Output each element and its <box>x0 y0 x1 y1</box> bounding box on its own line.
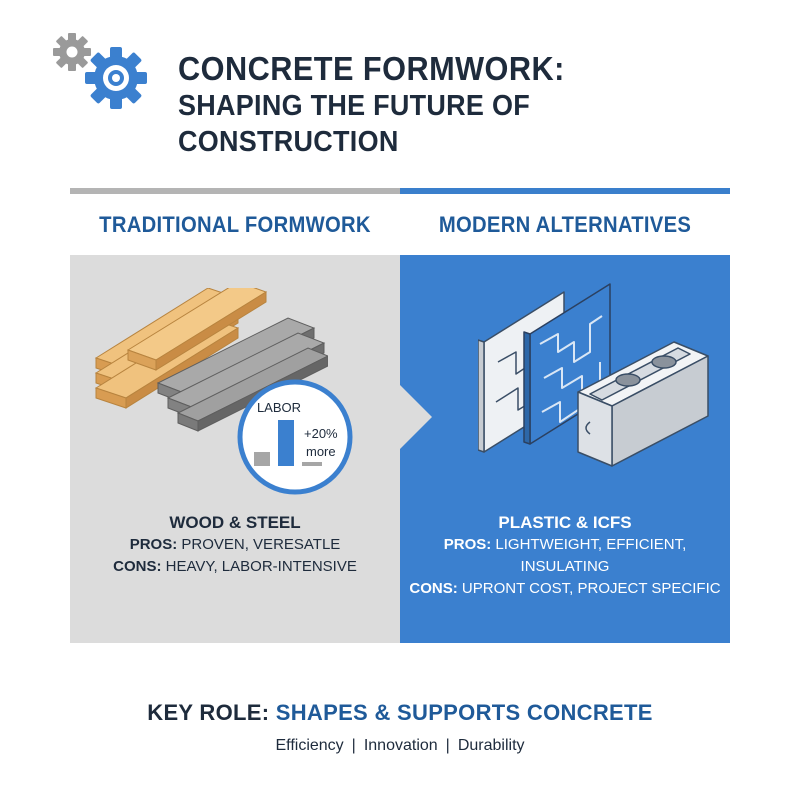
wood-planks <box>94 288 268 409</box>
value-separator: | <box>445 737 450 754</box>
gears-icon <box>53 33 147 109</box>
cons-text: UPRONT COST, PROJECT SPECIFIC <box>461 580 721 597</box>
modern-material: PLASTIC & ICFS <box>498 513 632 532</box>
traditional-details: WOOD & STEEL PROS: PROVEN, VERESATLE CON… <box>70 512 400 578</box>
icf-block <box>577 341 709 467</box>
labor-comparison-badge: LABOR +20% more <box>236 378 354 496</box>
pros-text: PROVEN, VERESATLE <box>181 536 341 553</box>
title-line-1: CONCRETE FORMWORK: <box>178 50 565 87</box>
key-role: KEY ROLE: SHAPES & SUPPORTS CONCRETE <box>0 700 800 726</box>
traditional-heading: TRADITIONAL FORMWORK <box>99 212 371 237</box>
cons-text: HEAVY, LABOR-INTENSIVE <box>165 558 357 575</box>
value-item: Durability <box>457 737 525 754</box>
title-line-2: SHAPING THE FUTURE OF CONSTRUCTION <box>178 90 530 158</box>
labor-delta-note: more <box>306 444 336 459</box>
value-item: Innovation <box>363 737 438 754</box>
labor-label: LABOR <box>256 400 302 415</box>
cons-label: CONS: <box>409 580 458 597</box>
modern-heading: MODERN ALTERNATIVES <box>438 212 692 237</box>
arrow-right-icon <box>400 385 432 449</box>
page-title: CONCRETE FORMWORK: SHAPING THE FUTURE OF… <box>178 50 800 160</box>
modern-pros: PROS: LIGHTWEIGHT, EFFICIENT, INSULATING <box>400 534 730 578</box>
traditional-pros: PROS: PROVEN, VERESATLE <box>70 534 400 556</box>
labor-delta: +20% <box>304 426 338 441</box>
key-role-label: KEY ROLE: <box>147 700 270 725</box>
key-role-value: SHAPES & SUPPORTS CONCRETE <box>275 700 653 725</box>
modern-cons: CONS: UPRONT COST, PROJECT SPECIFIC <box>400 578 730 600</box>
traditional-divider-bar <box>70 188 400 194</box>
plastic-icf-forms-illustration <box>478 283 709 467</box>
value-separator: | <box>351 737 356 754</box>
traditional-material: WOOD & STEEL <box>169 513 301 532</box>
pros-label: PROS: <box>443 536 492 553</box>
labor-bar-baseline <box>302 462 322 466</box>
labor-bar-modern <box>278 420 294 466</box>
modern-details: PLASTIC & ICFS PROS: LIGHTWEIGHT, EFFICI… <box>400 512 730 600</box>
pros-text: LIGHTWEIGHT, EFFICIENT, INSULATING <box>495 536 687 575</box>
pros-label: PROS: <box>129 536 178 553</box>
labor-bar-traditional <box>254 452 270 466</box>
modern-divider-bar <box>400 188 730 194</box>
values-line: Efficiency | Innovation | Durability <box>0 737 800 755</box>
value-item: Efficiency <box>275 737 344 754</box>
cons-label: CONS: <box>113 558 162 575</box>
traditional-cons: CONS: HEAVY, LABOR-INTENSIVE <box>70 556 400 578</box>
